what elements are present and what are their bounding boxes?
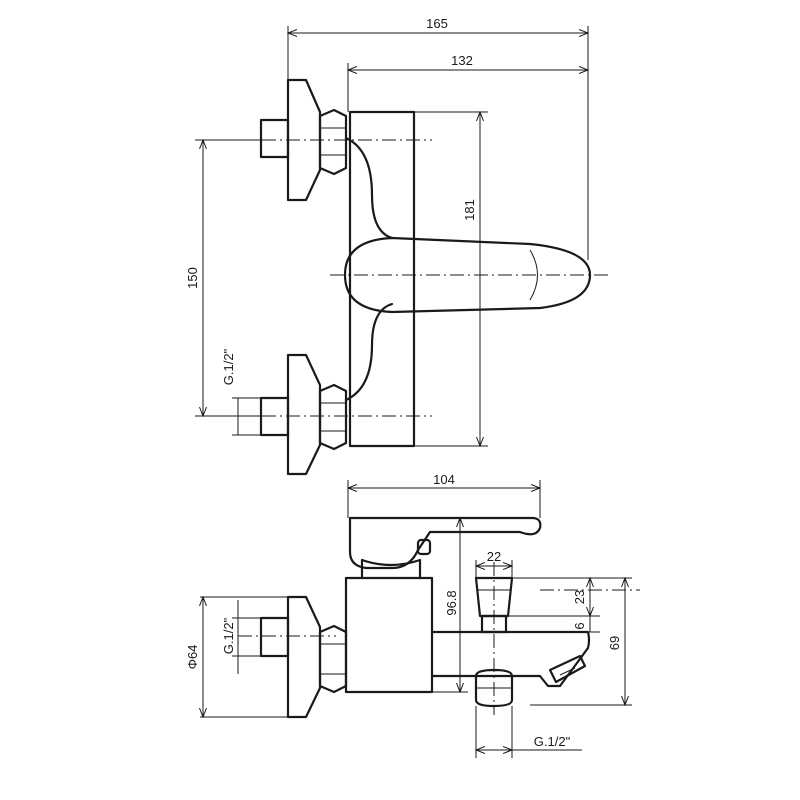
spout-aerator: [548, 654, 587, 684]
dim-height: 181: [462, 199, 477, 221]
handle-pivot: [416, 538, 432, 556]
lower-s-connector: [344, 302, 394, 402]
dim-inlet-thread-side: G.1/2": [221, 617, 236, 654]
dim-diverter-gap: 6: [572, 622, 587, 629]
dim-inlet-spacing: 150: [185, 267, 200, 289]
front-view: 165 132 181 150 G.1/2": [185, 16, 610, 476]
bottom-outlet: [474, 668, 514, 708]
spout: [430, 630, 591, 688]
upper-hex-nut: [318, 108, 348, 176]
dim-spout-height: 69: [607, 636, 622, 650]
cartridge-neck: [360, 558, 422, 580]
dim-diverter-width: 22: [487, 549, 501, 564]
dim-body-width: 132: [451, 53, 473, 68]
dim-overall-width: 165: [426, 16, 448, 31]
dim-diverter-height: 23: [572, 590, 587, 604]
dim-flange-diameter: Φ64: [185, 645, 200, 670]
side-inlet-pipe: [259, 616, 290, 658]
upper-inlet-pipe: [259, 118, 290, 159]
dim-inlet-thread-front: G.1/2": [221, 348, 236, 385]
side-view: 104 22 96.8 23 6 69 Φ64 G.1/2" G.1/2": [185, 472, 640, 758]
upper-flange: [286, 78, 322, 202]
lower-flange: [286, 353, 322, 476]
lever-handle: [343, 236, 592, 314]
dim-handle-length: 104: [433, 472, 455, 487]
mixer-body: [348, 110, 416, 448]
lower-hex-nut: [318, 383, 348, 451]
side-body: [344, 576, 434, 694]
dim-body-height: 96.8: [444, 590, 459, 615]
dim-outlet-thread: G.1/2": [534, 734, 571, 749]
upper-s-connector: [344, 136, 394, 240]
side-flange: [286, 595, 322, 719]
